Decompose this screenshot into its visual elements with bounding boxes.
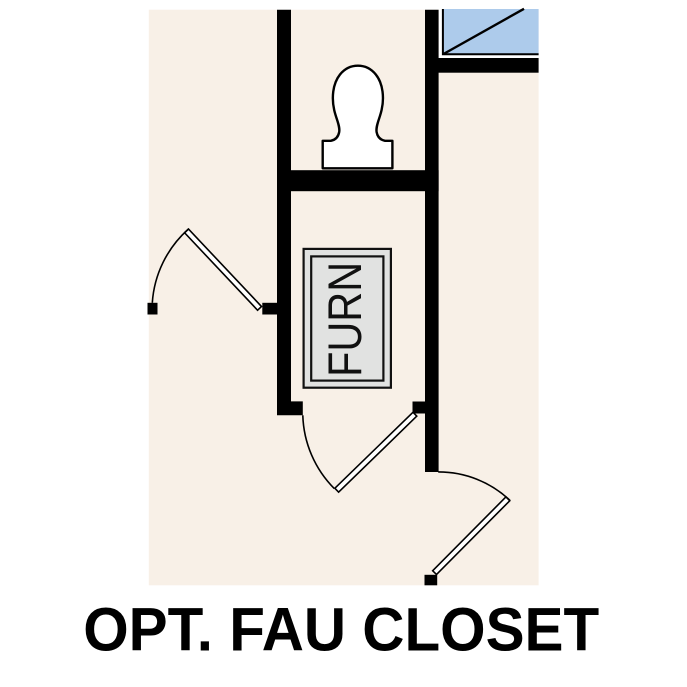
svg-text:OPT. FAU CLOSET: OPT. FAU CLOSET <box>83 596 599 664</box>
svg-text:FURN: FURN <box>318 262 371 377</box>
